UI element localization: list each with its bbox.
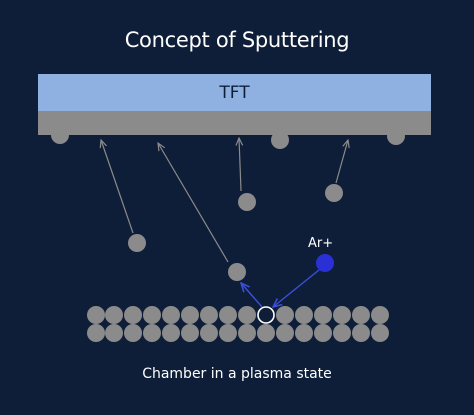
target-atom <box>257 324 275 342</box>
target-atom <box>333 306 351 324</box>
target-atom <box>200 324 218 342</box>
trajectory-arrow <box>158 143 229 263</box>
target-atom <box>143 306 161 324</box>
target-atom <box>295 324 313 342</box>
deposited-atom <box>387 127 405 145</box>
target-atom <box>314 324 332 342</box>
target-lattice <box>87 306 389 342</box>
ion-label: Ar+ <box>308 236 334 251</box>
target-atom <box>105 306 123 324</box>
trajectory-arrows <box>101 138 348 263</box>
target-atom <box>352 324 370 342</box>
deposited-film-layer <box>38 111 431 135</box>
diagram-title: Concept of Sputtering <box>124 28 350 52</box>
trajectory-arrow <box>335 140 348 184</box>
atom-ejection-arrow <box>241 283 263 308</box>
target-atom <box>200 306 218 324</box>
deposited-atom <box>271 131 289 149</box>
target-atom <box>162 306 180 324</box>
target-atom <box>181 324 199 342</box>
target-atom <box>333 324 351 342</box>
sputtered-atom <box>238 193 256 211</box>
tft-label: TFT <box>219 82 250 103</box>
ion-incoming-arrow <box>273 269 320 307</box>
deposited-atoms <box>51 126 405 149</box>
target-atom <box>371 306 389 324</box>
diagram-caption: Chamber in a plasma state <box>142 366 332 382</box>
tft-substrate: TFT <box>38 74 431 111</box>
target-atom <box>352 306 370 324</box>
sputtered-atom <box>228 263 246 281</box>
target-atom <box>124 306 142 324</box>
sputtered-atoms <box>128 184 343 281</box>
deposited-atom <box>51 126 69 144</box>
sputtered-atom <box>128 234 146 252</box>
target-atom <box>181 306 199 324</box>
target-atom <box>276 324 294 342</box>
target-atom <box>105 324 123 342</box>
target-atom <box>87 324 105 342</box>
trajectory-arrow <box>101 140 134 234</box>
trajectory-arrow <box>239 138 241 192</box>
target-atom <box>371 324 389 342</box>
target-atom <box>124 324 142 342</box>
target-atom <box>238 306 256 324</box>
target-atom <box>295 306 313 324</box>
argon-ion <box>316 254 334 272</box>
sputtered-atom <box>325 184 343 202</box>
target-atom <box>87 306 105 324</box>
target-atom <box>276 306 294 324</box>
target-atom <box>162 324 180 342</box>
target-atom <box>219 324 237 342</box>
target-atom <box>143 324 161 342</box>
target-vacancy <box>257 306 275 324</box>
target-atom <box>238 324 256 342</box>
target-atom <box>219 306 237 324</box>
target-atom <box>314 306 332 324</box>
